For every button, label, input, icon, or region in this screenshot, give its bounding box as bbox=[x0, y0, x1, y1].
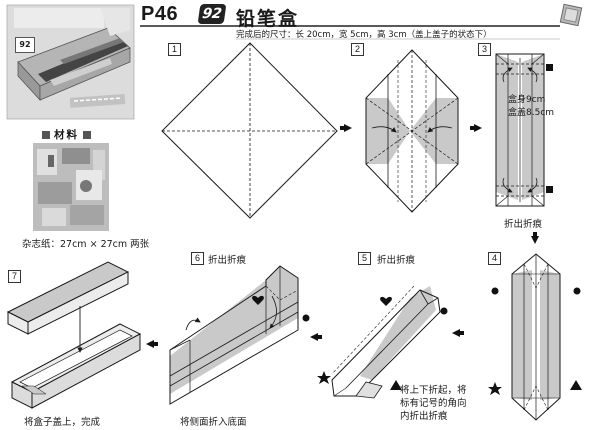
circle-marker bbox=[491, 287, 499, 295]
step-number-2: 2 bbox=[351, 43, 364, 56]
circle-marker bbox=[302, 314, 310, 322]
circle-marker bbox=[440, 307, 448, 315]
folded-corner-icon bbox=[559, 3, 583, 27]
finished-product-photo bbox=[6, 4, 135, 120]
step5-markers bbox=[317, 296, 448, 390]
heart-marker bbox=[252, 295, 264, 305]
step-number-5: 5 bbox=[358, 252, 371, 265]
step3-dimensions: 盒身9cm 盒盖8.5cm bbox=[508, 94, 554, 120]
material-paper-photo bbox=[33, 143, 109, 231]
arrow-2-to-3 bbox=[470, 124, 482, 132]
heart-marker bbox=[380, 296, 392, 306]
page-title: 铅笔盒 bbox=[236, 8, 300, 30]
circle-marker bbox=[573, 287, 581, 295]
box-body-size: 盒身9cm bbox=[508, 95, 546, 105]
step5-caption: 折出折痕 bbox=[377, 255, 416, 266]
star-marker bbox=[317, 371, 331, 384]
step2-diagram bbox=[365, 49, 459, 213]
page-number: P46 bbox=[141, 3, 179, 25]
step5-diagram bbox=[331, 285, 441, 399]
square-marker-icon bbox=[546, 186, 553, 193]
step3-caption: 折出折痕 bbox=[504, 219, 543, 230]
triangle-marker bbox=[570, 380, 582, 390]
square-marker-icon bbox=[546, 64, 553, 71]
project-number-badge: 92 bbox=[197, 4, 227, 24]
arrow-6-to-7 bbox=[146, 340, 158, 348]
step7-diagram bbox=[6, 261, 142, 409]
step3-diagram bbox=[495, 53, 545, 207]
step6-diagram bbox=[169, 265, 299, 405]
arrow-4-to-5 bbox=[452, 329, 464, 337]
arrow-5-to-6 bbox=[310, 333, 322, 341]
step4-diagram bbox=[511, 253, 561, 421]
square-bullet-icon bbox=[83, 131, 91, 139]
step-number-6: 6 bbox=[191, 252, 204, 265]
arrow-1-to-2 bbox=[340, 124, 352, 132]
materials-heading: 材料 bbox=[38, 127, 95, 142]
step1-diagram bbox=[161, 42, 338, 219]
step6-caption: 折出折痕 bbox=[208, 255, 247, 266]
finished-size-note: 完成后的尺寸：长 20cm，宽 5cm，高 3cm（盖上盖子的状态下） bbox=[236, 30, 492, 40]
step6-markers bbox=[252, 295, 310, 322]
step7-bottom-caption: 将盒子盖上，完成 bbox=[24, 417, 101, 428]
step6-bottom-caption: 将侧面折入底面 bbox=[180, 417, 247, 428]
step5-note: 将上下折起，将 标有记号的角向 内折出折痕 bbox=[400, 385, 467, 422]
step-number-7: 7 bbox=[8, 270, 21, 283]
arrow-3-to-4 bbox=[531, 232, 539, 244]
triangle-marker bbox=[390, 380, 402, 390]
square-bullet-icon bbox=[42, 131, 50, 139]
step-number-4: 4 bbox=[488, 252, 501, 265]
box-lid-size: 盒盖8.5cm bbox=[508, 108, 555, 118]
material-spec: 杂志纸：27cm × 27cm 两张 bbox=[22, 239, 150, 250]
photo-number-tag: 92 bbox=[15, 37, 35, 53]
step-number-1: 1 bbox=[168, 43, 181, 56]
step4-markers bbox=[488, 287, 582, 395]
star-marker bbox=[488, 382, 502, 395]
step-number-3: 3 bbox=[478, 43, 491, 56]
